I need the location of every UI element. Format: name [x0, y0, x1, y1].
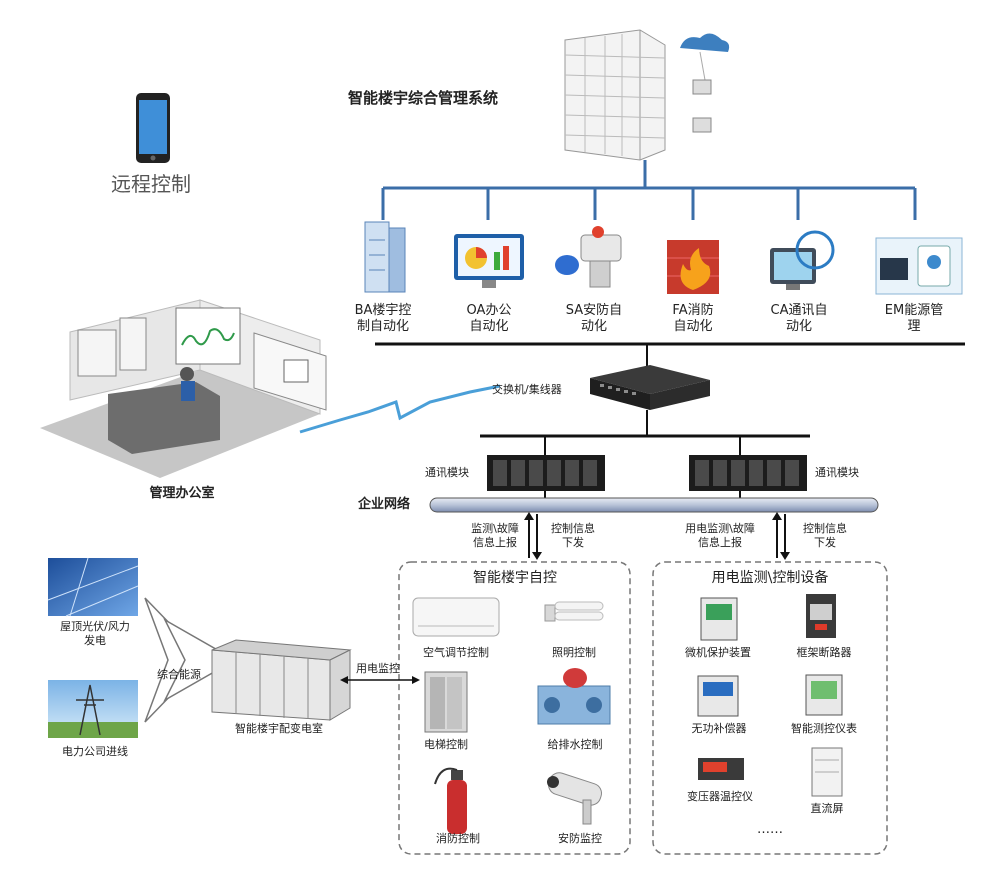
subsystem-sa-label: SA安防自 动化: [565, 303, 623, 334]
subsystem-ba-label: BA楼宇控 制自动化: [354, 303, 412, 334]
item-security: 安防监控: [558, 832, 602, 845]
subsystem-oa-label: OA办公 自动化: [466, 303, 512, 334]
smartphone-icon: [136, 93, 170, 163]
power-monitor-title: 用电监测\控制设备: [711, 570, 829, 586]
remote-control-label: 远程控制: [111, 172, 191, 196]
office-label: 管理办公室: [149, 486, 215, 501]
comm-module-left-label: 通讯模块: [425, 466, 469, 479]
security-camera-icon: [547, 772, 602, 825]
energy-chevrons: [144, 597, 237, 723]
switch-label: 交换机/集线器: [492, 383, 562, 396]
item-transformer-temp: 变压器温控仪: [687, 790, 753, 803]
management-office-illustration: [40, 299, 327, 478]
item-frame-breaker: 框架断路器: [796, 646, 852, 659]
ca-communication-icon: [770, 230, 835, 290]
dc-panel-icon: [811, 747, 843, 797]
smart-meter-icon: [805, 674, 843, 716]
sa-camera-alarm-icon: [555, 226, 622, 288]
fa-fire-icon: [667, 240, 719, 294]
substation-label: 智能楼宇配变电室: [235, 722, 323, 735]
elevator-icon: [424, 671, 468, 733]
right-downlink-label: 控制信息 下发: [803, 522, 847, 549]
light-bulb-icon: [544, 601, 604, 622]
comm-module-right-label: 通讯模块: [815, 466, 859, 479]
power-line-photo: [48, 680, 138, 738]
power-monitor-more: ……: [757, 822, 783, 837]
subsystem-ca-label: CA通讯自 动化: [770, 303, 828, 334]
em-energy-icon: [875, 237, 963, 295]
wireless-link-line: [299, 384, 501, 434]
fire-extinguisher-icon: [434, 767, 467, 834]
power-link-label: 用电监控: [356, 662, 400, 675]
enterprise-network-bus: [429, 497, 879, 513]
subsystem-em-label: EM能源管 理: [884, 303, 944, 334]
oa-monitor-icon: [454, 234, 524, 288]
transformer-temp-controller-icon: [698, 758, 744, 780]
item-fire-control: 消防控制: [436, 832, 480, 845]
grid-line-label: 电力公司进线: [62, 745, 128, 758]
system-title: 智能楼宇综合管理系统: [348, 89, 499, 107]
comm-module-left-icon: [487, 455, 605, 491]
water-pump-icon: [537, 668, 611, 725]
reactive-compensator-icon: [697, 675, 739, 717]
air-conditioner-icon: [412, 597, 500, 637]
building-control-box: [398, 561, 631, 855]
energy-label: 综合能源: [157, 668, 201, 681]
building-control-title: 智能楼宇自控: [473, 570, 557, 586]
item-reactive-compensator: 无功补偿器: [691, 722, 747, 735]
item-air-conditioning: 空气调节控制: [423, 646, 489, 659]
network-switch-icon: [590, 365, 710, 410]
item-water: 给排水控制: [547, 738, 603, 751]
left-uplink-label: 监测\故障 信息上报: [471, 522, 519, 549]
frame-breaker-icon: [806, 594, 836, 638]
relay-protection-icon: [700, 597, 738, 641]
ba-server-icon: [364, 221, 406, 293]
building-tower-icon: [564, 29, 730, 161]
subsystem-fa-label: FA消防 自动化: [672, 303, 714, 334]
item-lighting: 照明控制: [552, 646, 596, 659]
network-label: 企业网络: [358, 497, 411, 512]
substation-cabinets-icon: [211, 639, 352, 721]
right-uplink-label: 用电监测\故障 信息上报: [685, 522, 755, 549]
item-elevator: 电梯控制: [424, 738, 468, 751]
power-monitor-box: [652, 561, 888, 855]
item-relay-protection: 微机保护装置: [685, 646, 751, 659]
left-downlink-label: 控制信息 下发: [551, 522, 595, 549]
comm-module-right-icon: [689, 455, 807, 491]
item-smart-meter: 智能测控仪表: [791, 722, 857, 735]
solar-wind-label: 屋顶光伏/风力 发电: [60, 620, 130, 647]
solar-wind-photo: [47, 557, 139, 617]
item-dc-panel: 直流屏: [810, 802, 844, 815]
